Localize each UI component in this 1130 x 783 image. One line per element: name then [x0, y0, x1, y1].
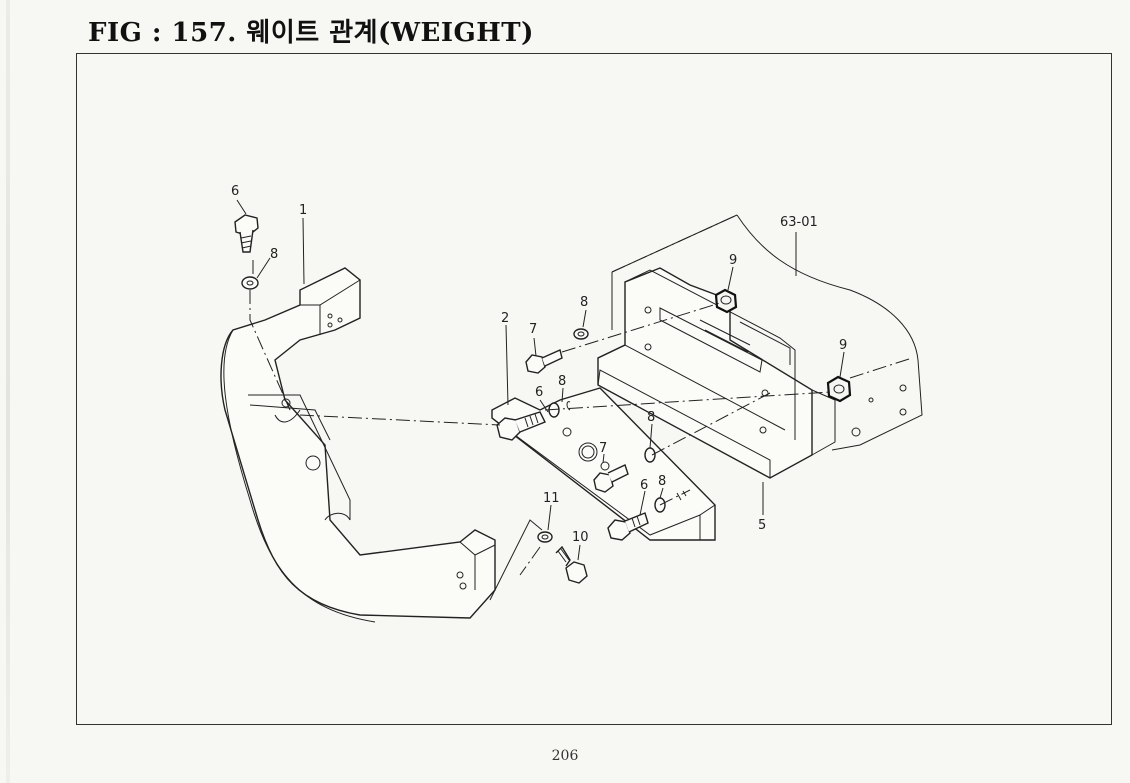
nut-9-upper	[714, 288, 738, 314]
bolt-7-mid	[525, 349, 563, 374]
washer-8-top	[241, 276, 259, 290]
page-binding-edge	[6, 0, 10, 783]
page-number: 206	[551, 748, 579, 764]
washer-8-small	[566, 401, 571, 411]
bolt-7-lower	[593, 461, 629, 493]
callout-8: 8	[558, 374, 566, 389]
washer-8-lower	[644, 447, 656, 463]
callout-10: 10	[572, 530, 589, 545]
bolt-6-lower	[607, 512, 649, 541]
bolt-6-mid	[496, 411, 546, 441]
callout-1: 1	[299, 203, 307, 218]
washer-11	[537, 531, 553, 543]
callout-9: 9	[729, 253, 737, 268]
assembly-center-lines	[249, 260, 913, 601]
callout-6: 6	[535, 385, 543, 400]
weight-arm-1	[220, 267, 496, 623]
page-title: FIG : 157. 웨이트 관계(WEIGHT)	[88, 18, 534, 48]
callout-8: 8	[658, 474, 666, 489]
weight-block-5	[597, 267, 836, 479]
leader-lines	[236, 199, 845, 561]
callout-8: 8	[580, 295, 588, 310]
callout-63-01: 63-01	[780, 215, 818, 230]
callout-5: 5	[758, 518, 766, 533]
callout-7: 7	[599, 441, 607, 456]
diagram-frame	[76, 53, 1112, 725]
callout-11: 11	[543, 491, 560, 506]
callout-2: 2	[501, 311, 509, 326]
base-plate-63-01	[611, 214, 923, 451]
bolt-6-top	[234, 214, 259, 253]
bolt-10	[555, 545, 588, 584]
callout-6: 6	[640, 478, 648, 493]
nut-9-right	[826, 375, 852, 403]
callout-6: 6	[231, 184, 239, 199]
callout-9: 9	[839, 338, 847, 353]
callout-8: 8	[270, 247, 278, 262]
callout-8: 8	[647, 410, 655, 425]
callout-7: 7	[529, 322, 537, 337]
washer-8-mid	[573, 328, 589, 340]
